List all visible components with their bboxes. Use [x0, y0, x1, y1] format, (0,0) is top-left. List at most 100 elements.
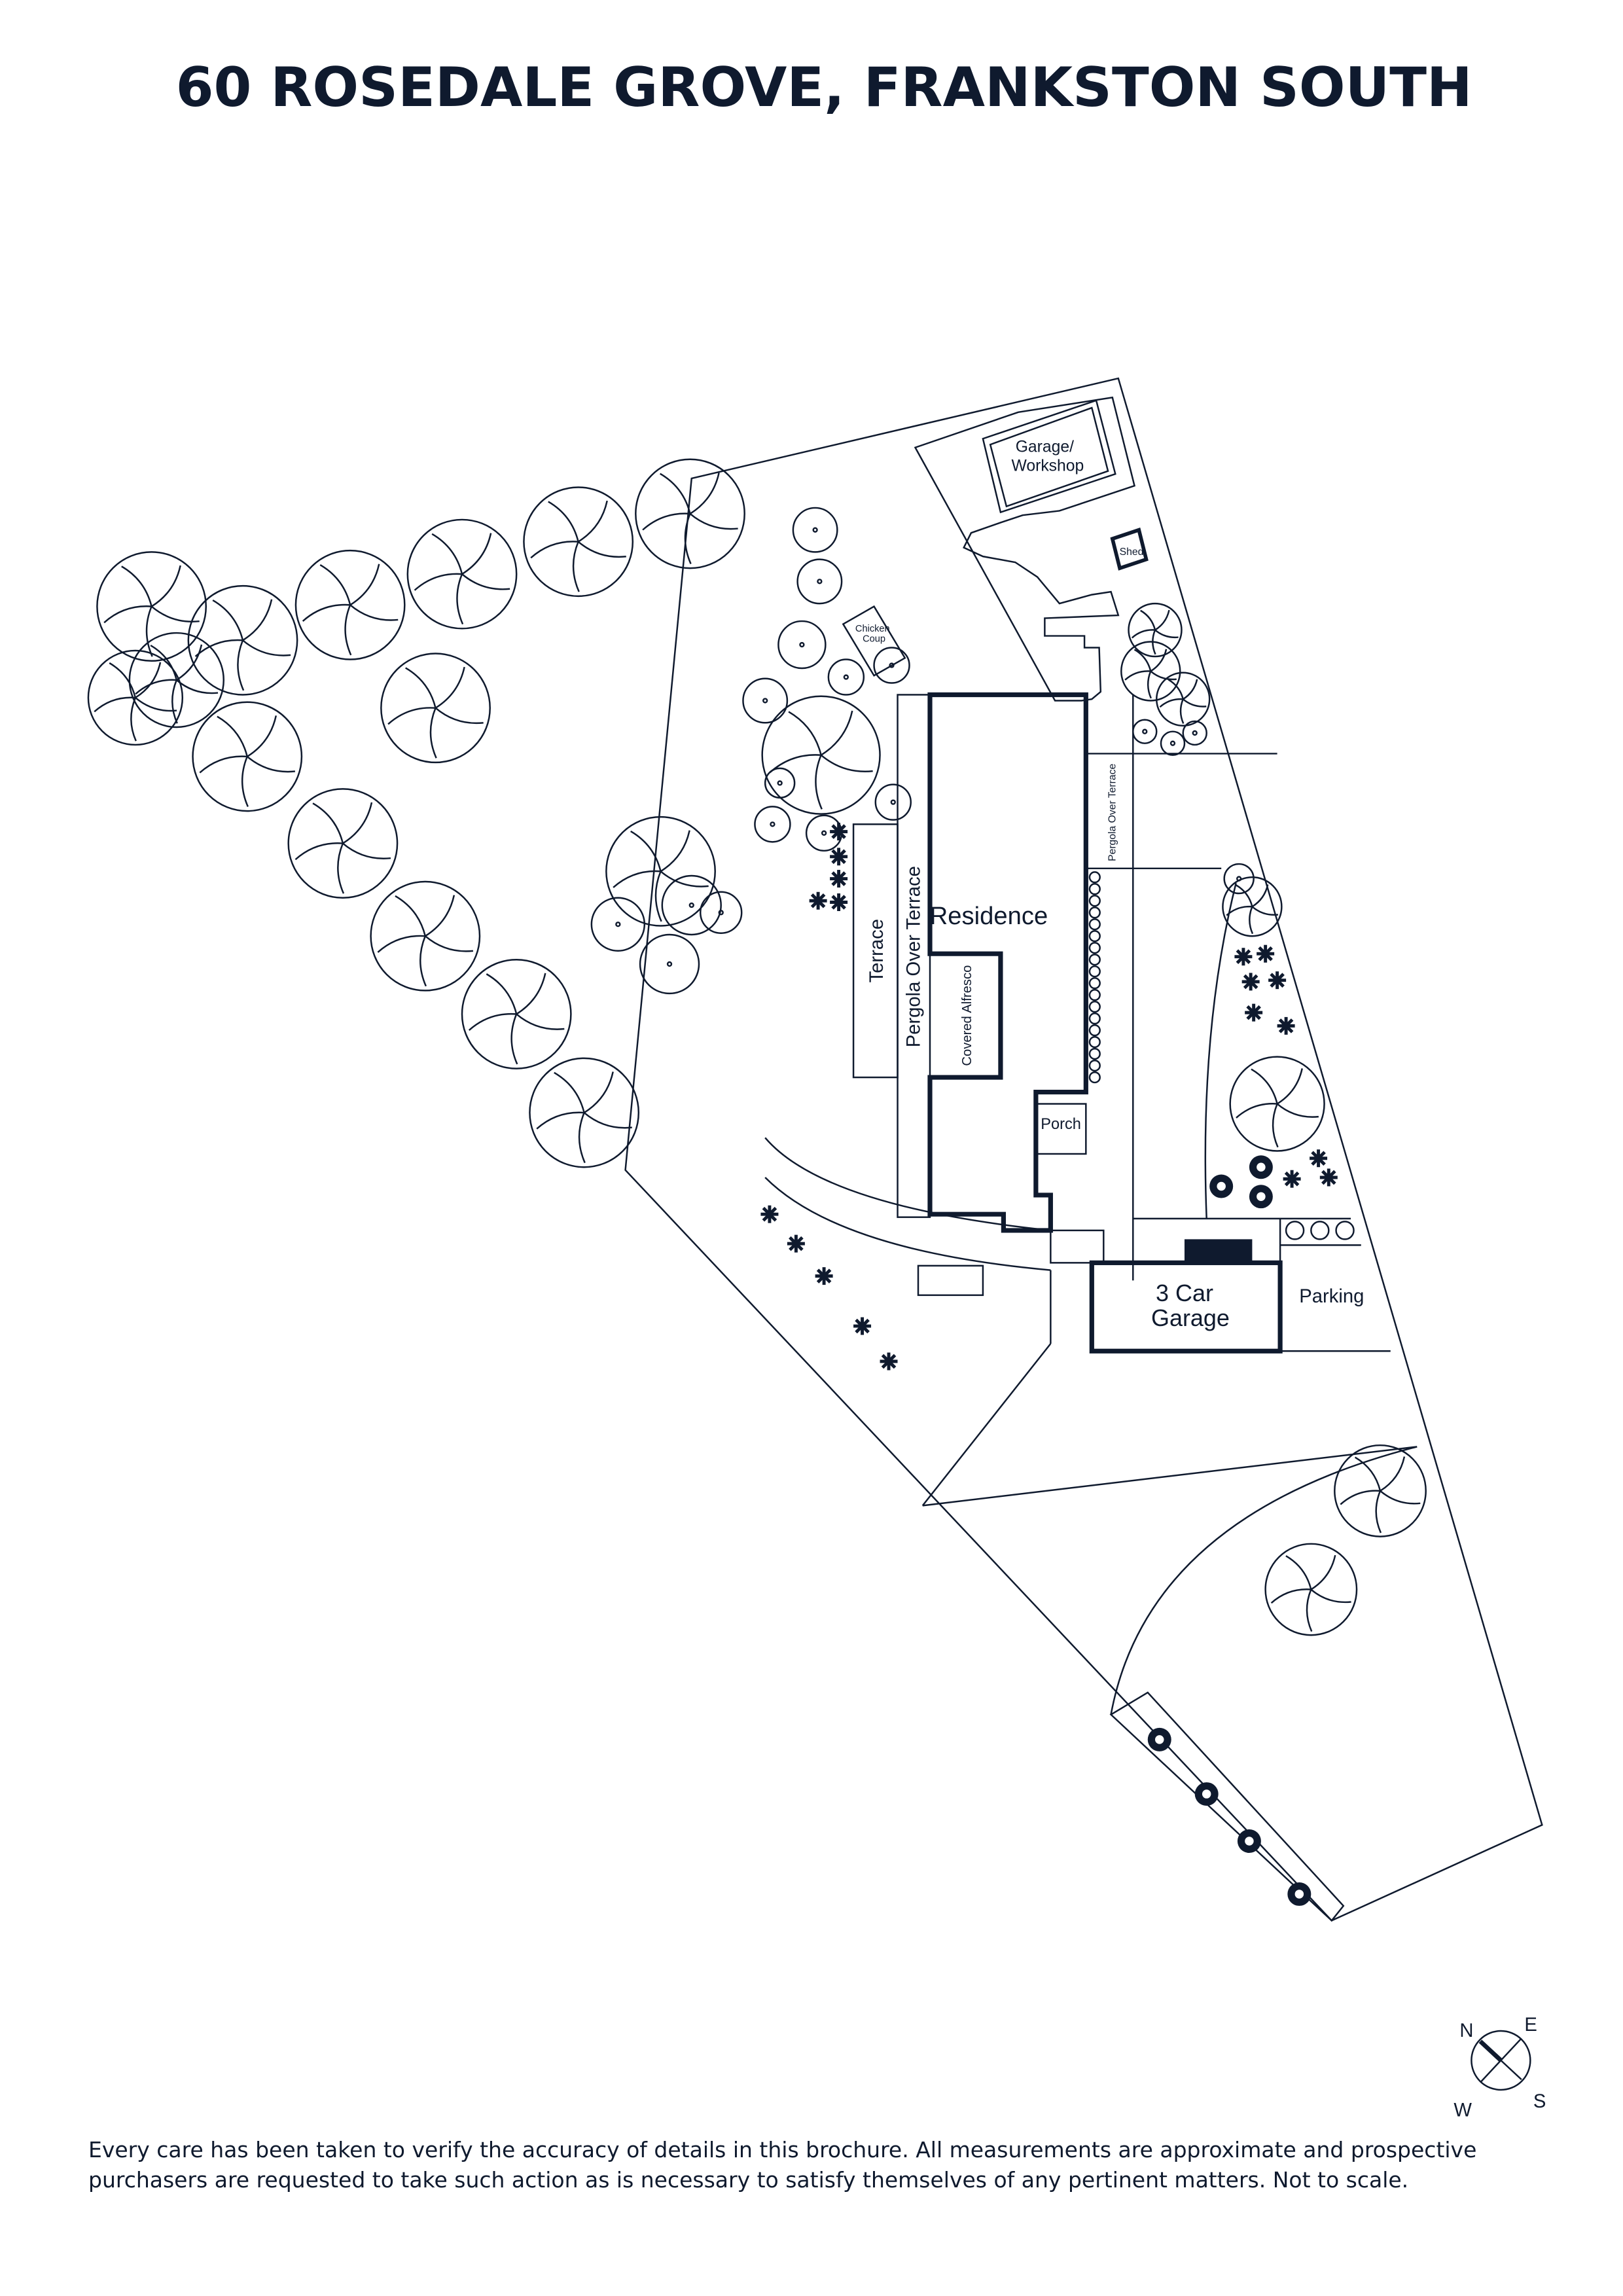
bush-icon	[1147, 1727, 1171, 1751]
chicken-coup-label: Chicken	[855, 624, 890, 634]
tree-icon	[96, 551, 207, 662]
terrace-label: Terrace	[866, 919, 887, 982]
shrub-icon	[754, 806, 791, 843]
shrub-icon	[874, 783, 912, 821]
tree-icon	[605, 816, 716, 927]
hedge-shrub-icon	[1088, 989, 1101, 1001]
shrub-icon	[1182, 720, 1207, 746]
flower-icon	[1245, 1003, 1263, 1022]
shrub-icon	[1160, 730, 1186, 756]
flower-icon	[880, 1352, 898, 1371]
page-title: 60 ROSEDALE GROVE, FRANKSTON SOUTH	[176, 56, 1472, 119]
hedge-shrub-icon	[1088, 895, 1101, 907]
tree-icon	[1156, 672, 1211, 726]
compass: N E S W	[1454, 2015, 1546, 2121]
flower-icon	[830, 870, 848, 888]
tree-icon	[1264, 1543, 1358, 1636]
porch-label: Porch	[1041, 1116, 1081, 1133]
pergola-east-label: Pergola Over Terrace	[1107, 764, 1118, 861]
shed-label: Shed	[1120, 547, 1144, 558]
hedge-shrub-icon	[1088, 918, 1101, 931]
flower-icon	[760, 1205, 779, 1223]
tree-icon	[128, 632, 224, 728]
garage-label-2: Garage	[1151, 1304, 1230, 1331]
garage-workshop-label: Garage/	[1016, 439, 1074, 456]
hedge-shrub-icon	[1088, 965, 1101, 978]
flower-icon	[809, 891, 827, 910]
tree-icon	[192, 701, 303, 812]
flower-icon	[1277, 1016, 1295, 1035]
residence-label: Residence	[930, 902, 1048, 930]
chicken-coup-label-2: Coup	[863, 634, 885, 645]
tree-icon	[1334, 1444, 1427, 1537]
tree-icon	[529, 1057, 640, 1168]
hedge-shrub-icon	[1088, 1013, 1101, 1025]
hedge-shrub-icon	[1088, 1071, 1101, 1084]
flower-icon	[1241, 973, 1260, 991]
tree-icon	[187, 584, 298, 696]
pergola-west-label: Pergola Over Terrace	[903, 866, 924, 1047]
hedge-shrub-icon	[1088, 977, 1101, 990]
tree-icon	[406, 518, 518, 630]
bush-icon	[1287, 1882, 1311, 1906]
hedge-shrub-icon	[1088, 1059, 1101, 1072]
hedge-shrub-icon	[1088, 883, 1101, 895]
compass-s: S	[1533, 2091, 1546, 2112]
flower-icon	[830, 848, 848, 866]
workshop-pad	[914, 396, 1136, 702]
tree-icon	[635, 458, 745, 569]
shrub-icon	[792, 507, 838, 553]
hedge-shrub-icon	[1088, 1036, 1101, 1049]
tree-icon	[1128, 602, 1183, 658]
steps	[917, 1265, 984, 1297]
garage-door	[1184, 1239, 1253, 1263]
tree-icon	[1229, 1056, 1325, 1152]
covered-alfresco-label: Covered Alfresco	[960, 965, 974, 1066]
bush-icon	[1249, 1185, 1273, 1209]
flower-icon	[853, 1317, 872, 1335]
hedge-shrub-icon	[1088, 1024, 1101, 1037]
parking-label: Parking	[1299, 1286, 1364, 1307]
shrub-icon	[661, 874, 722, 936]
residence-outline	[927, 692, 1088, 1233]
tree-icon	[461, 958, 572, 1069]
shrub-icon	[796, 558, 843, 605]
lot-boundary	[624, 377, 1543, 1922]
tree-icon	[761, 695, 881, 815]
hedge-row	[1088, 871, 1101, 1084]
garage-label: 3 Car	[1156, 1280, 1213, 1306]
bush-icon	[1237, 1829, 1261, 1853]
flower-icon	[1234, 948, 1253, 966]
shrub-icon	[1132, 719, 1158, 744]
hedge-shrub-icon	[1088, 1047, 1101, 1060]
garden-bed	[1204, 882, 1237, 1219]
bush-icon	[1194, 1782, 1219, 1806]
compass-e: E	[1524, 2015, 1537, 2036]
shrub-icon	[700, 891, 743, 934]
shrub-icon	[1223, 863, 1255, 895]
tree-icon	[294, 549, 406, 660]
flower-icon	[815, 1267, 833, 1285]
shrub-icon	[777, 620, 827, 670]
shrub-icon	[639, 933, 700, 995]
shrub-icon	[827, 658, 865, 696]
lawn-arc	[1110, 1446, 1418, 1715]
tree-icon	[523, 486, 634, 598]
shed-building	[1110, 528, 1149, 571]
tree-icon	[87, 649, 184, 746]
flower-icon	[1310, 1149, 1328, 1168]
chicken-coup	[842, 605, 906, 677]
flower-icon	[787, 1234, 805, 1253]
tree-icon	[380, 653, 491, 764]
tree-icon	[1222, 876, 1283, 937]
garage-workshop-inner	[989, 406, 1109, 508]
compass-w: W	[1454, 2100, 1472, 2121]
hedge-shrub-icon	[1088, 942, 1101, 954]
garage-workshop-label-2: Workshop	[1011, 457, 1084, 475]
shrub-icon	[742, 677, 789, 724]
hedge-shrub-icon	[1088, 871, 1101, 884]
terrace	[852, 823, 899, 1079]
tree-icon	[370, 880, 481, 992]
shrub-icon	[764, 767, 796, 799]
